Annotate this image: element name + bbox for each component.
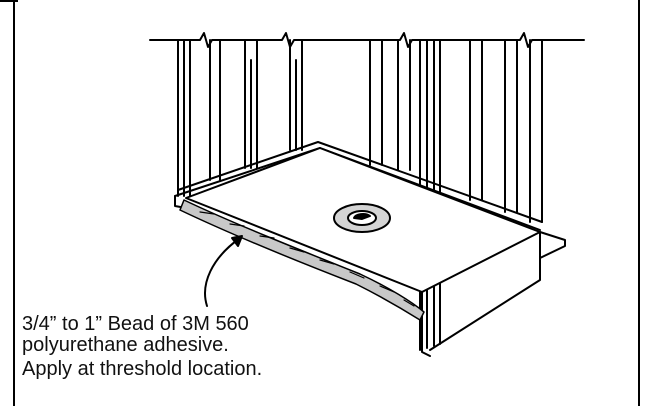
leader-arrow — [204, 235, 243, 307]
top-plate-break-line — [149, 32, 585, 48]
callout-line-3: Apply at threshold location. — [22, 358, 263, 380]
callout-line-1: 3/4” to 1” Bead of 3M 560 — [22, 313, 249, 335]
figure-border-left — [13, 0, 15, 406]
figure-border-right — [638, 0, 640, 406]
figure-border-top — [0, 0, 18, 2]
adhesive-bead — [179, 199, 425, 321]
back-wall-studs-right — [369, 39, 543, 223]
drain-icon — [333, 203, 391, 233]
back-wall-studs-left — [177, 39, 303, 197]
adhesive-callout: 3/4” to 1” Bead of 3M 560 polyurethane a… — [22, 314, 442, 380]
callout-line-2: polyurethane adhesive. — [22, 334, 229, 356]
